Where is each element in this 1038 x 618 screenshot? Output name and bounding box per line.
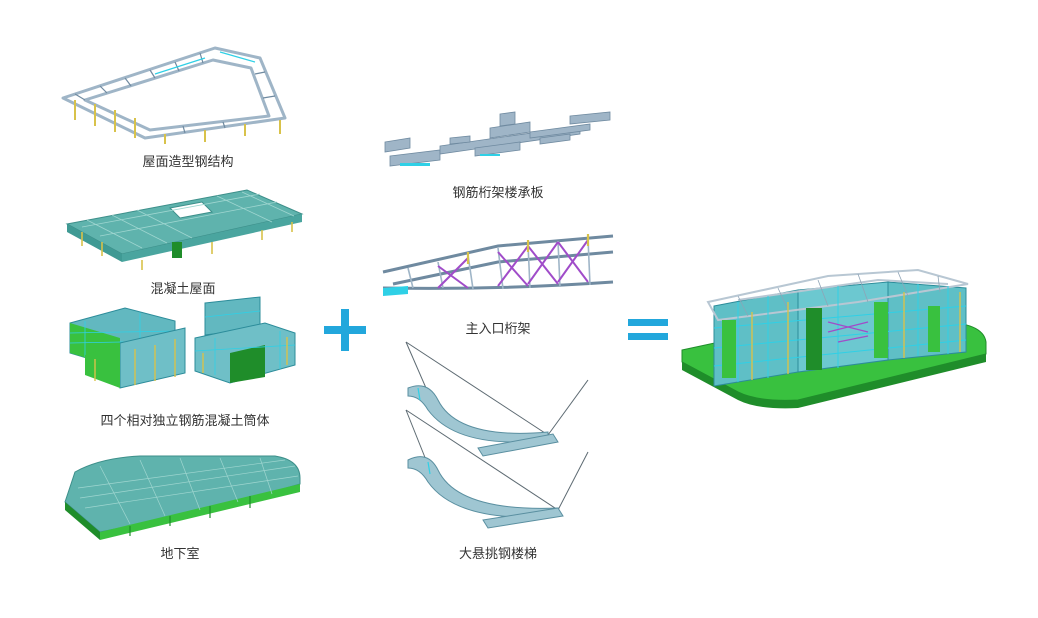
component-label: 四个相对独立钢筋混凝土筒体 (100, 414, 270, 429)
concrete-core-tubes-model (69, 296, 296, 389)
main-entrance-truss-model (382, 234, 614, 296)
roof-steel-structure-model (61, 46, 287, 144)
cantilever-steel-stair-model (405, 341, 589, 529)
component-label: 主入口桁架 (465, 322, 531, 337)
component-label: 屋面造型钢结构 (142, 155, 234, 170)
component-label: 地下室 (160, 547, 200, 562)
combined-building-model (681, 268, 987, 409)
concrete-roof-model (65, 189, 304, 270)
truss-floor-deck-model (384, 111, 611, 167)
basement-model (64, 455, 301, 540)
component-label: 钢筋桁架楼承板 (452, 186, 544, 201)
component-label: 混凝土屋面 (150, 282, 216, 297)
component-label: 大悬挑钢楼梯 (458, 547, 538, 562)
plus-icon (324, 309, 366, 351)
equals-icon (628, 319, 668, 340)
